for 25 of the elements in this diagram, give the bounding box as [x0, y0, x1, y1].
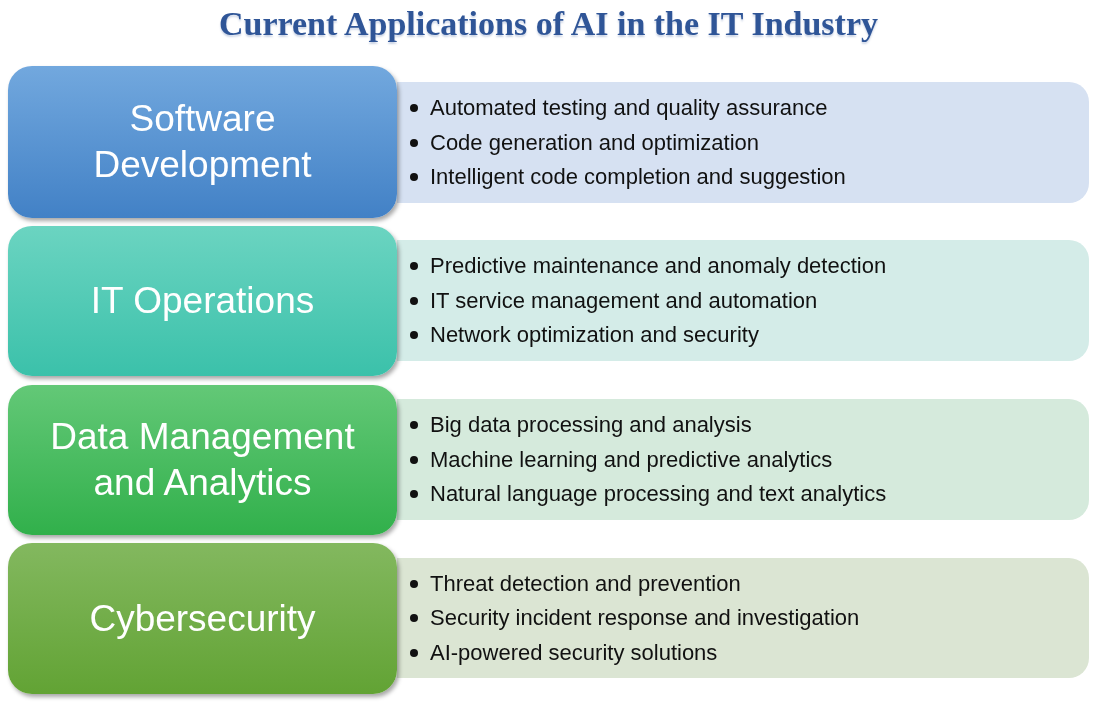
bullet-text: Predictive maintenance and anomaly detection — [430, 253, 887, 279]
bullet-text: Network optimization and security — [430, 322, 759, 348]
category-label: Software Development — [92, 97, 313, 187]
category-label: IT Operations — [89, 279, 316, 323]
detail-panel — [397, 558, 1089, 678]
bullet-text: AI-powered security solutions — [430, 639, 718, 666]
bullet-text: Automated testing and quality assurance — [430, 95, 828, 121]
category-box — [8, 66, 397, 218]
bullet-text: IT service management and automation — [430, 287, 818, 314]
detail-panel — [397, 240, 1089, 361]
detail-panel — [397, 399, 1089, 520]
category-box — [8, 385, 397, 535]
bullet-text: Machine learning and predictive analytics — [430, 446, 833, 473]
bullet-text: Intelligent code completion and suggestion — [430, 164, 846, 190]
bullet-text: Big data processing and analysis — [430, 412, 752, 438]
detail-panel — [397, 82, 1089, 203]
diagram-title: Current Applications of AI in the IT Industry — [218, 4, 879, 44]
category-label: Data Management and Analytics — [49, 415, 356, 505]
bullet-text: Threat detection and prevention — [430, 570, 741, 597]
bullet-text: Security incident response and investigation — [430, 605, 860, 631]
category-label: Cybersecurity — [88, 596, 317, 641]
bullet-text: Code generation and optimization — [430, 129, 759, 156]
bullet-text: Natural language processing and text analytics — [430, 481, 887, 507]
category-box — [8, 226, 397, 376]
category-box — [8, 543, 397, 694]
